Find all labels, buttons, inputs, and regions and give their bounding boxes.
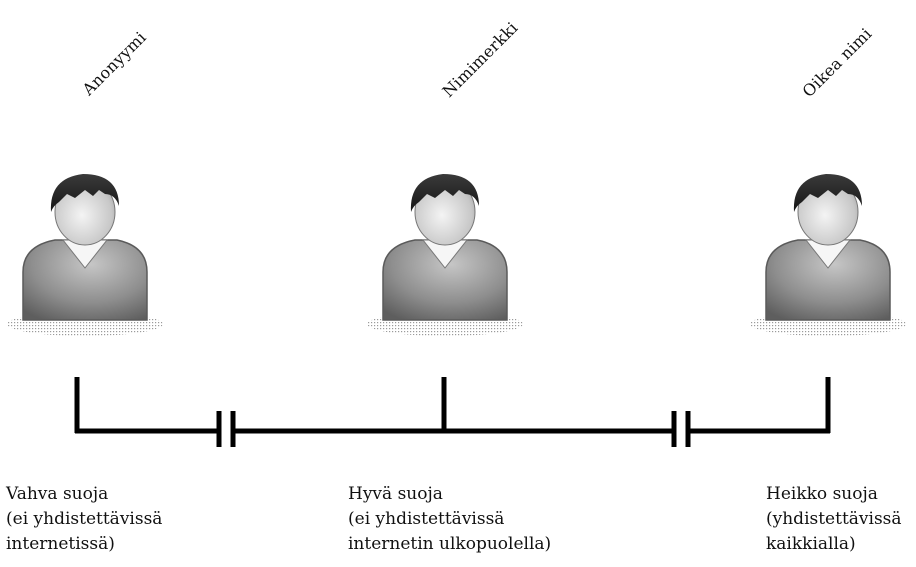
person-icon-oikea-nimi <box>750 174 906 336</box>
caption-oikea-nimi-line3: kaikkialla) <box>766 534 856 554</box>
caption-nimimerkki: Hyvä suoja (ei yhdistettävissä interneti… <box>348 482 551 557</box>
person-icon-nimimerkki <box>367 174 523 336</box>
caption-anonyymi-line2: (ei yhdistettävissä <box>6 509 163 529</box>
caption-oikea-nimi-line2: (yhdistettävissä <box>766 509 902 529</box>
caption-oikea-nimi: Heikko suoja (yhdistettävissä kaikkialla… <box>766 482 902 557</box>
caption-nimimerkki-line3: internetin ulkopuolella) <box>348 534 552 554</box>
caption-anonyymi: Vahva suoja (ei yhdistettävissä internet… <box>6 482 162 557</box>
caption-anonyymi-line1: Vahva suoja <box>6 484 109 504</box>
caption-anonyymi-line3: internetissä) <box>6 534 115 554</box>
caption-nimimerkki-line1: Hyvä suoja <box>348 484 443 504</box>
caption-nimimerkki-line2: (ei yhdistettävissä <box>348 509 505 529</box>
caption-oikea-nimi-line1: Heikko suoja <box>766 484 878 504</box>
person-icon-anonyymi <box>7 174 163 336</box>
